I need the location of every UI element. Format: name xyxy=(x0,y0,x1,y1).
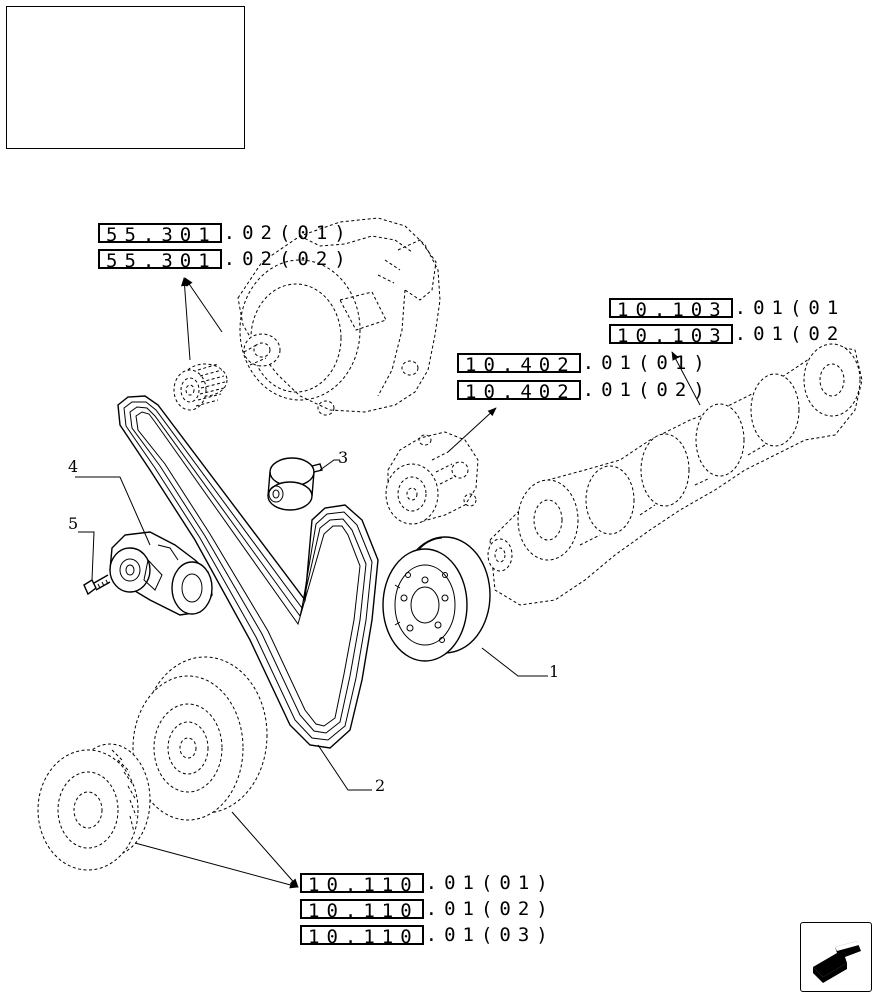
ref-link-10-110-01-01[interactable]: 10.110.01(01) xyxy=(300,872,555,895)
poly-v-belt xyxy=(117,395,379,749)
ref-link-55-301-02-01[interactable]: 55.301.02(01) xyxy=(98,222,353,245)
engine-thumbnail-frame xyxy=(6,6,245,149)
ref-code: 10.103 xyxy=(609,298,733,320)
ref-link-10-103-01-01[interactable]: 10.103.01(01 xyxy=(609,297,846,320)
callout-3: 3 xyxy=(338,448,349,467)
callout-5: 5 xyxy=(68,514,79,533)
leader-lines xyxy=(75,459,548,791)
ref-link-10-110-01-03[interactable]: 10.110.01(03) xyxy=(300,924,555,947)
ref-suffix: .01(02) xyxy=(425,898,555,920)
alternator xyxy=(237,217,441,416)
ref-link-10-110-01-02[interactable]: 10.110.01(02) xyxy=(300,898,555,921)
alternator-pulley xyxy=(173,363,228,411)
ref-suffix: .01(01) xyxy=(582,352,712,374)
ref-code: 55.301 xyxy=(98,249,222,271)
ref-link-55-301-02-02[interactable]: 55.301.02(02) xyxy=(98,248,353,271)
ref-suffix: .01(02) xyxy=(582,379,712,401)
idler-pulley xyxy=(267,457,323,511)
ref-suffix: .01(03) xyxy=(425,924,555,946)
damper-large xyxy=(132,656,268,821)
callout-2: 2 xyxy=(375,776,386,795)
ref-suffix: .02(02) xyxy=(223,248,353,270)
back-arrow-icon xyxy=(813,941,861,983)
water-pump xyxy=(385,431,479,525)
ref-code: 10.103 xyxy=(609,324,733,346)
ref-code: 10.402 xyxy=(457,380,581,402)
ref-code: 10.402 xyxy=(457,353,581,375)
ref-link-10-402-01-02[interactable]: 10.402.01(02) xyxy=(457,379,712,402)
ref-code: 10.110 xyxy=(300,899,424,921)
ref-code: 10.110 xyxy=(300,925,424,947)
damper-small xyxy=(37,743,151,871)
ref-suffix: .01(01) xyxy=(425,872,555,894)
reference-arrows xyxy=(134,277,701,889)
back-button[interactable] xyxy=(800,922,872,992)
ref-link-10-402-01-01[interactable]: 10.402.01(01) xyxy=(457,352,712,375)
belt-tensioner xyxy=(109,531,213,616)
ref-code: 55.301 xyxy=(98,223,222,245)
callout-1: 1 xyxy=(549,662,560,681)
ref-suffix: .02(01) xyxy=(223,222,353,244)
crankshaft xyxy=(487,343,863,606)
ref-link-10-103-01-02[interactable]: 10.103.01(02 xyxy=(609,323,846,346)
ref-suffix: .01(02 xyxy=(734,323,846,345)
ref-suffix: .01(01 xyxy=(734,297,846,319)
crankshaft-pulley xyxy=(382,536,491,662)
bolt xyxy=(83,574,111,596)
ref-code: 10.110 xyxy=(300,873,424,895)
callout-4: 4 xyxy=(68,457,79,476)
